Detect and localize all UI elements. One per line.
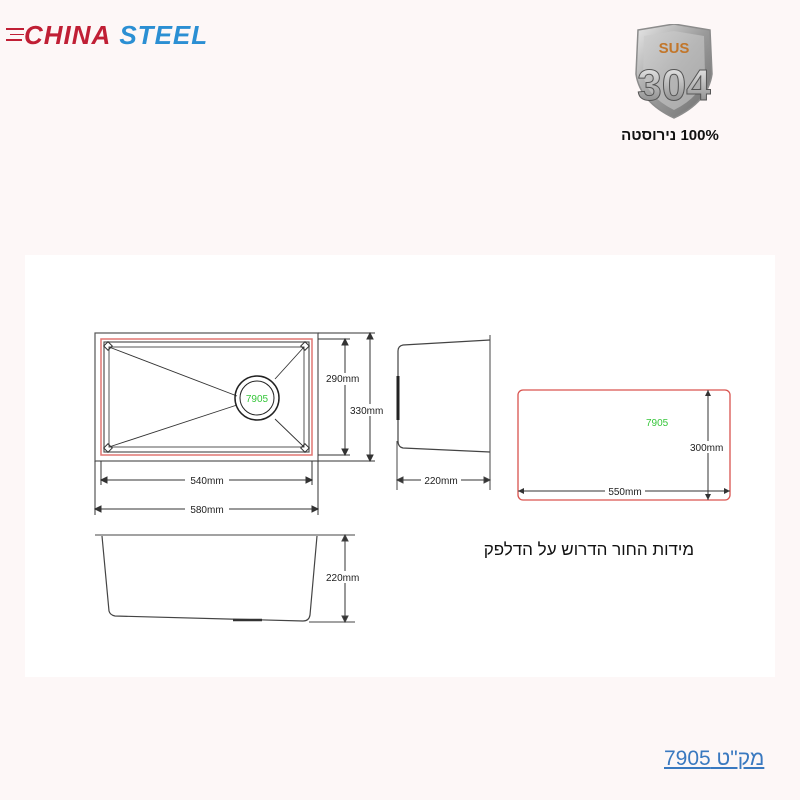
badge-grade-top: SUS [659,40,690,57]
dim-cutout-width: 550mm [608,487,641,498]
side-view [395,335,492,490]
dim-inner-depth: 290mm [326,374,359,385]
cutout-model-label: 7905 [646,418,669,429]
brand-name-part2: STEEL [119,20,209,50]
dim-outer-depth: 330mm [350,406,383,417]
dim-inner-width: 540mm [190,476,223,487]
top-view-dimensions [93,331,375,515]
dim-cutout-height: 300mm [690,443,723,454]
badge-grade-number: 304 [637,61,711,110]
sus304-shield-icon: SUS 304 [628,23,720,120]
stainless-caption: 100% נירוסטה [621,127,719,144]
brand-name-part1: CHINA [24,20,112,50]
dim-front-height: 220mm [326,573,359,584]
cutout-caption: מידות החור הדרוש על הדלפק [483,540,694,559]
front-view [95,533,355,624]
technical-drawing-panel: 7905 290mm 330mm 540mm 580mm [25,255,775,677]
top-view [94,332,319,462]
dim-outer-width: 580mm [190,505,223,516]
sku-link[interactable]: מק"ט 7905 [664,747,765,770]
drain-model-label: 7905 [246,394,269,405]
speed-lines-icon [6,28,24,45]
dim-side-depth: 220mm [424,476,457,487]
sink-dimension-drawing: 7905 290mm 330mm 540mm 580mm [93,331,731,624]
